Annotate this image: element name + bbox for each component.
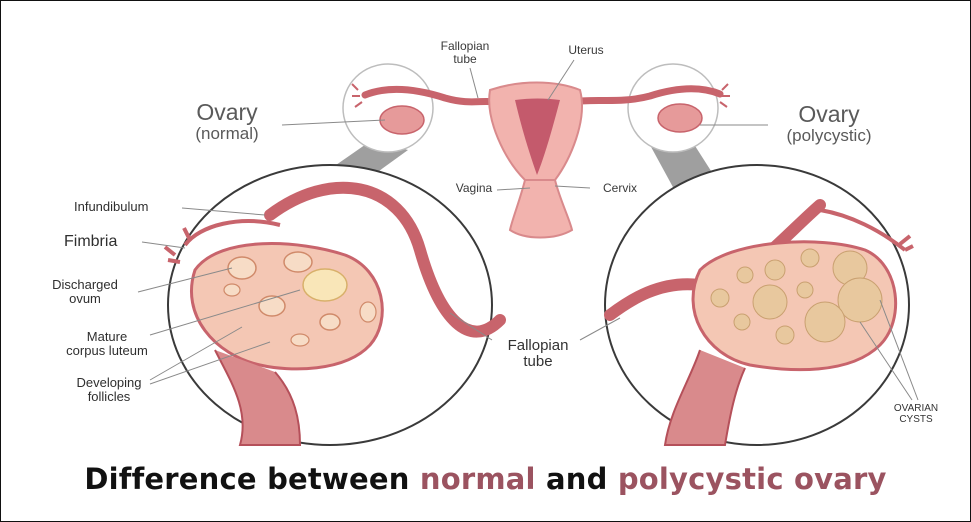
follicle-7 [360,302,376,322]
title-mid: and [536,462,618,496]
title-polycystic: polycystic ovary [618,462,887,496]
label-mature-corpus-luteum: Maturecorpus luteum [52,330,162,357]
label-fimbria: Fimbria [64,234,117,251]
label-cervix: Cervix [590,182,650,195]
follicle-3 [303,269,347,301]
small-ovary-left [380,106,424,134]
label-ovary-normal: Ovary(normal) [168,100,286,143]
diagram-title: Difference between normal and polycystic… [0,462,971,496]
cyst-11 [776,326,794,344]
title-pre: Difference between [84,462,419,496]
label-ovary-polycystic: Ovary(polycystic) [764,102,894,145]
follicle-4 [259,296,285,316]
label-infundibulum: Infundibulum [74,200,148,214]
follicle-2 [284,252,312,272]
label-fallopian-tube-center: Fallopiantube [488,338,588,370]
label-ovarian-cysts: OVARIANCYSTS [884,404,948,425]
cyst-6 [753,285,787,319]
follicle-5 [320,314,340,330]
follicle-1 [228,257,256,279]
cyst-3 [765,260,785,280]
cyst-10 [734,314,750,330]
small-circle-left [343,64,433,152]
small-ovary-right [658,104,702,132]
cyst-1 [711,289,729,307]
cyst-9 [805,302,845,342]
follicle-6 [224,284,240,296]
cyst-2 [737,267,753,283]
title-normal: normal [420,462,536,496]
label-discharged-ovum: Dischargedovum [30,278,140,305]
label-developing-follicles: Developingfollicles [64,376,154,403]
follicle-8 [291,334,309,346]
cyst-8 [838,278,882,322]
label-uterus: Uterus [556,44,616,57]
cyst-4 [801,249,819,267]
label-fallopian-tube-top: Fallopiantube [430,40,500,65]
cyst-7 [797,282,813,298]
label-vagina: Vagina [444,182,504,195]
